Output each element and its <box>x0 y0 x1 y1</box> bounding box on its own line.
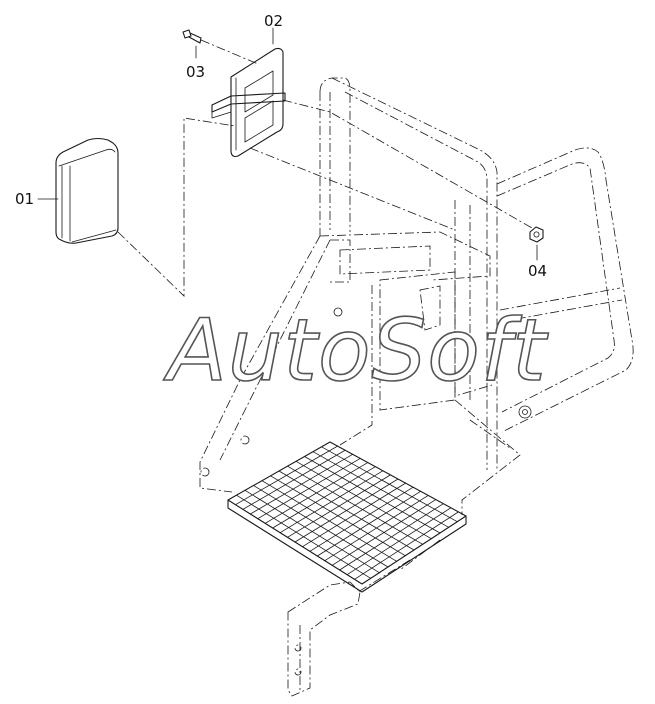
callout-03: 03 <box>186 63 205 81</box>
grating-step <box>227 441 467 593</box>
grating-crossbar <box>304 456 441 534</box>
watermark-text: AutoSoft <box>163 301 549 401</box>
grating-crossbar <box>270 475 406 557</box>
grating-crossbar <box>295 460 432 540</box>
assembly-line-01 <box>117 117 236 297</box>
assembly-line-03 <box>200 39 259 65</box>
assembly-line-02b <box>249 147 456 231</box>
grating-crossbar <box>287 465 424 545</box>
grating-mesh <box>235 445 459 580</box>
part-03-bolt <box>182 29 202 44</box>
grating-crossbar <box>321 446 458 523</box>
grating-crossbar <box>261 480 398 562</box>
grating-crossbar <box>253 485 389 568</box>
callout-01: 01 <box>15 190 34 208</box>
part-02-bracket-plate <box>211 47 286 158</box>
grating-crossbar <box>312 451 450 528</box>
grating-crossbar <box>278 470 415 551</box>
callout-04: 04 <box>528 262 547 280</box>
grating-crossbar <box>244 489 380 574</box>
grating-crossbar <box>236 494 372 579</box>
callout-02: 02 <box>264 12 283 30</box>
part-01-cover-box <box>55 137 119 244</box>
part-04-nut <box>529 226 544 243</box>
step-frame-assembly <box>199 77 634 697</box>
